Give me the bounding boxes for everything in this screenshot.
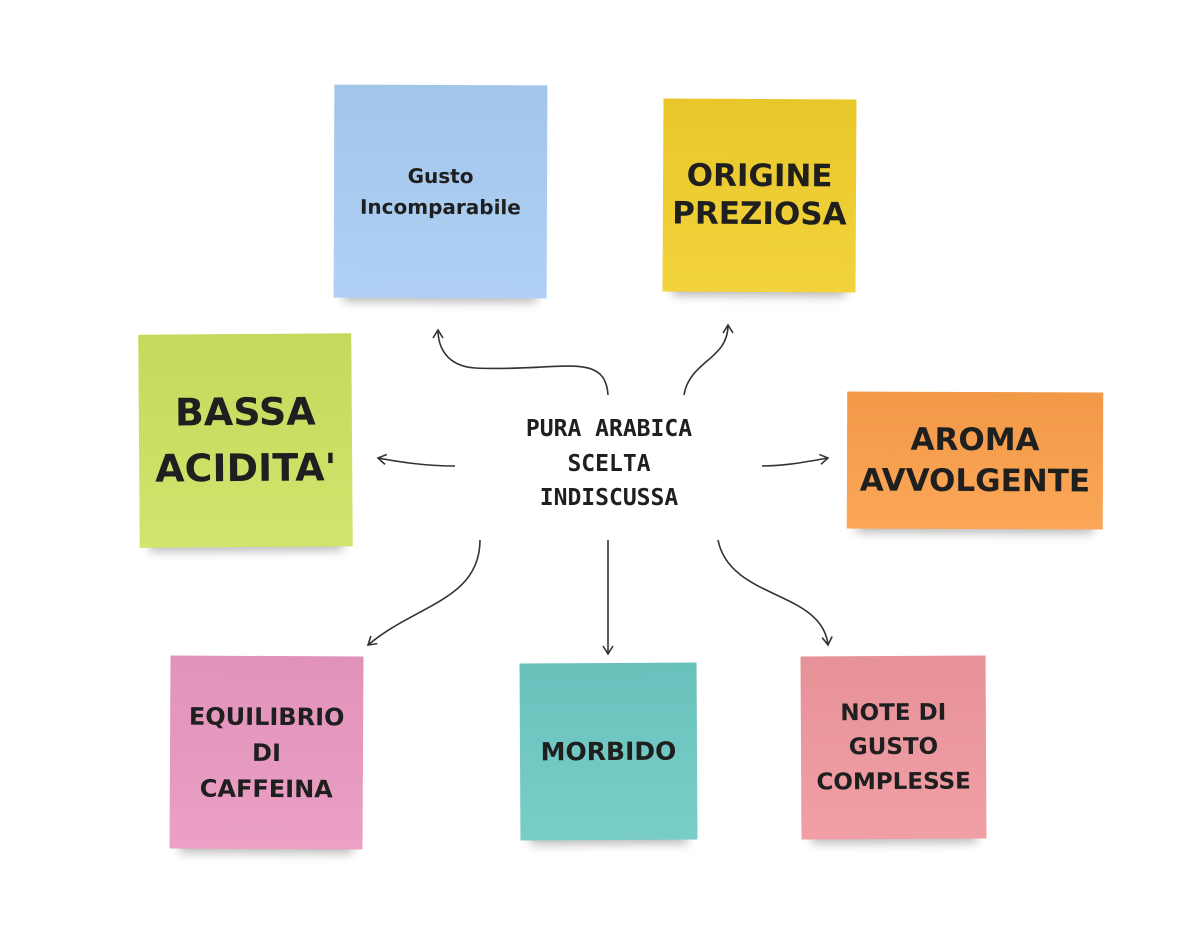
sticky-note-text: MORBIDO — [540, 736, 677, 766]
sticky-note-origine-preziosa[interactable]: ORIGINE PREZIOSA — [662, 98, 857, 293]
sticky-note-text: NOTE DI GUSTO COMPLESSE — [816, 699, 971, 796]
sticky-note-text: AROMA AVVOLGENTE — [859, 421, 1091, 499]
arrow-to-bassa — [376, 453, 456, 467]
sticky-note-morbido[interactable]: MORBIDO — [519, 662, 698, 841]
sticky-note-bassa-acidita[interactable]: BASSA ACIDITA' — [138, 333, 353, 548]
arrow-to-aroma — [761, 453, 830, 467]
arrow-to-note-gusto — [717, 539, 833, 647]
sticky-note-equilibrio-di-caffeina[interactable]: EQUILIBRIO DI CAFFEINA — [169, 655, 364, 850]
sticky-note-text: Gusto Incomparabile — [359, 163, 521, 219]
arrow-to-equilibrio — [366, 539, 481, 646]
central-topic: PURA ARABICA SCELTA INDISCUSSA — [525, 416, 693, 511]
arrow-to-gusto — [432, 328, 609, 396]
sticky-note-gusto-incomparabile[interactable]: Gusto Incomparabile — [333, 84, 548, 299]
sticky-note-note-di-gusto-complesse[interactable]: NOTE DI GUSTO COMPLESSE — [800, 655, 987, 840]
arrow-to-origine — [683, 323, 734, 396]
sticky-note-text: EQUILIBRIO DI CAFFEINA — [188, 702, 345, 803]
sticky-note-text: BASSA ACIDITA' — [154, 389, 337, 491]
sticky-note-text: ORIGINE PREZIOSA — [672, 157, 847, 232]
sticky-note-aroma-avvolgente[interactable]: AROMA AVVOLGENTE — [846, 391, 1104, 530]
